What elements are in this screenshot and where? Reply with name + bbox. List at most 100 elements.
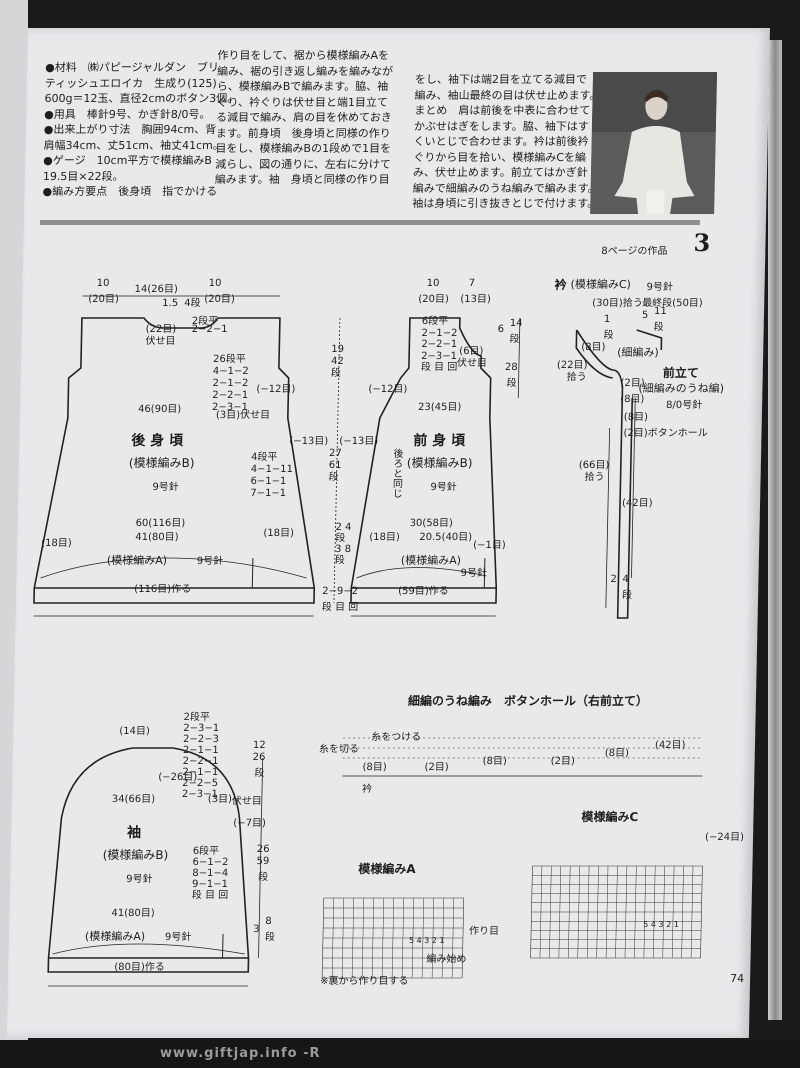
bh-collar: 衿 [361, 784, 373, 795]
center-bottom-2: 段 目 回 [321, 602, 359, 613]
collar-c8: (8目) [581, 342, 606, 353]
collar-side2: 11 [653, 306, 667, 317]
back-neck-depth: 1.5 [162, 298, 179, 309]
header-col-3-line-1: 編み、袖山最終の目は伏せ止めます。 [414, 88, 601, 102]
band-bottom: 2 [610, 574, 617, 585]
model-photo [590, 72, 718, 214]
front-same-as-back: 後ろと同じ [390, 448, 403, 498]
back-cast-on: (116目)作る [134, 584, 192, 595]
front-depth2b: 段 [506, 378, 517, 389]
sleeve-cap-row-0: 2段平 [183, 712, 211, 723]
band-bottom2: 4 [622, 574, 629, 585]
back-armhole-bo: (3目)伏せ目 [215, 410, 271, 421]
collar-c22b: 拾う [566, 372, 587, 383]
header-col-2-line-1: 編み、裾の引き返し編みを編みなが [216, 64, 394, 78]
collar-title: 衿 [554, 278, 567, 292]
front-neck-depth2: 14 [509, 318, 523, 329]
back-side-dec: (−13目) [289, 436, 329, 447]
front-needle: 9号針 [430, 482, 457, 493]
chart-a-title: 模様編みA [358, 862, 416, 876]
center-depth-2-line-0: 27 [328, 448, 342, 459]
center-depth-3-line-0: 2 4 [335, 522, 352, 533]
header-col-1-line-4: ●出来上がり寸法 胸囲94cm、背 [43, 123, 217, 136]
center-depth-3-line-3: 段 [334, 555, 345, 566]
band-b2: (2目) [620, 378, 645, 389]
front-outline [350, 317, 498, 604]
chart-a-begin: 編み始め [426, 954, 467, 965]
center-bottom-1: 2−9−2 [322, 586, 359, 597]
back-needle: 9号針 [152, 482, 179, 493]
bh-s8c: (8目) [604, 748, 630, 759]
front-width: 23(45目) [417, 402, 462, 413]
back-side-row-3: 7−1−1 [250, 488, 287, 499]
header-col-2-line-6: 目をし、模様編みBの1段めで1目を [215, 142, 392, 155]
sleeve-cap-h2: 26 [252, 752, 266, 763]
band-pattern: (細編みのうね編) [638, 382, 725, 395]
front-neck-depth: 6 [497, 324, 505, 335]
back-title: 後 身 頃 [131, 433, 184, 449]
header-col-3-line-0: をし、袖下は端2目を立てる減目で [414, 73, 588, 86]
header-col-1-line-3: ●用具 棒針9号、かぎ針8/0号。 [44, 107, 211, 121]
front-neck-row-0: 6段平 [421, 316, 449, 327]
collar-side3: 段 [653, 322, 664, 333]
sleeve-needle: 9号針 [126, 874, 153, 885]
header-col-3-line-5: ぐりから目を拾い、模様編みCを編 [413, 150, 587, 164]
band-b42: (42目) [621, 498, 653, 509]
collar-pickup: (30目)拾う [592, 298, 643, 309]
back-side-row-1: 4−1−11 [250, 464, 294, 475]
front-hem-dec: (−1目) [473, 540, 506, 551]
back-neck-dec: 2−2−1 [191, 324, 228, 335]
back-outline [33, 317, 316, 604]
header-col-3-line-2: まとめ 肩は前後を中表に合わせて [414, 104, 591, 117]
header-col-2-line-8: 編みます。袖 身頃と同様の作り目 [214, 173, 390, 186]
header-col-1-line-2: 600g＝12玉、直径2cmのボタン3個。 [44, 92, 239, 105]
footer-bar: www.giftjap.info -R [0, 1040, 800, 1068]
back-hem-pattern: (模様編みA) [106, 554, 168, 567]
center-depth-1-line-1: 42 [330, 356, 344, 367]
header-col-2-line-2: ら、模様編みBで編みます。脇、袖 [216, 80, 389, 93]
center-depth-1-line-0: 19 [331, 344, 345, 355]
bh-s42: (42目) [654, 740, 686, 751]
buttonhole-title: 細編のうね編み ボタンホール（右前立て） [407, 694, 649, 708]
back-hem-needle: 9号針 [196, 556, 224, 567]
front-neck-row-4: 段 目 回 [420, 362, 458, 373]
band-b66b: 拾う [584, 472, 605, 483]
header-col-2: 作り目をして、裾から模様編みAを編み、裾の引き返し編みを編みながら、模様編みBで… [215, 48, 394, 188]
front-cast-on: (59目)作る [398, 586, 449, 597]
header-col-3: をし、袖下は端2目を立てる減目で編み、袖山最終の目は伏せ止めます。まとめ 肩は前… [412, 72, 601, 212]
front-depth2a: 28 [504, 362, 518, 373]
pattern-diagram [33, 295, 704, 987]
header-col-3-line-8: 袖は身頃に引き抜きとじで付けます。 [412, 197, 599, 210]
back-armhole-row-1: 4−1−2 [212, 366, 249, 377]
sleeve-cuff-pattern: (模様編みA) [84, 930, 146, 943]
sleeve-cap-bo: 伏せ目 [231, 796, 262, 807]
back-armhole-row-0: 26段平 [212, 354, 246, 365]
center-depth-2-line-2: 段 [328, 472, 339, 483]
back-armhole-dec: (−12目) [256, 384, 296, 395]
front-hem-top: 30(58目) [409, 518, 454, 529]
chart-c-title: 模様編みC [581, 810, 639, 824]
work-number: 3 [693, 228, 711, 257]
collar-pattern: (模様編みC) [570, 278, 632, 291]
front-neck-depth3: 段 [509, 334, 520, 345]
bh-s2a: (2目) [424, 762, 449, 773]
header-col-3-line-6: み、伏せ止めます。前立てはかぎ針 [412, 166, 588, 179]
band-b8b: (8目) [623, 412, 649, 423]
center-depth-1-line-2: 段 [330, 368, 341, 379]
bh-s8b: (8目) [482, 756, 507, 767]
back-hem-top: 60(116目) [135, 518, 186, 529]
header-col-2-line-5: ます。前身頃 後身頃と同様の作り [215, 126, 391, 140]
sleeve-pattern: (模様編みB) [102, 848, 169, 862]
center-depth-2-line-1: 61 [328, 460, 342, 471]
front-tr-st: (13目) [460, 294, 491, 305]
bh-s8a: (8目) [362, 762, 387, 773]
header-col-2-line-0: 作り目をして、裾から模様編みAを [217, 49, 390, 62]
sleeve-cap-row-3: 2−1−1 [182, 745, 219, 756]
bh-attach: 糸をつける [371, 732, 422, 743]
watermark: www.giftjap.info -R [160, 1046, 321, 1061]
header-col-1-line-7: 19.5目×22段。 [42, 169, 124, 183]
page-number: 74 [729, 972, 745, 985]
